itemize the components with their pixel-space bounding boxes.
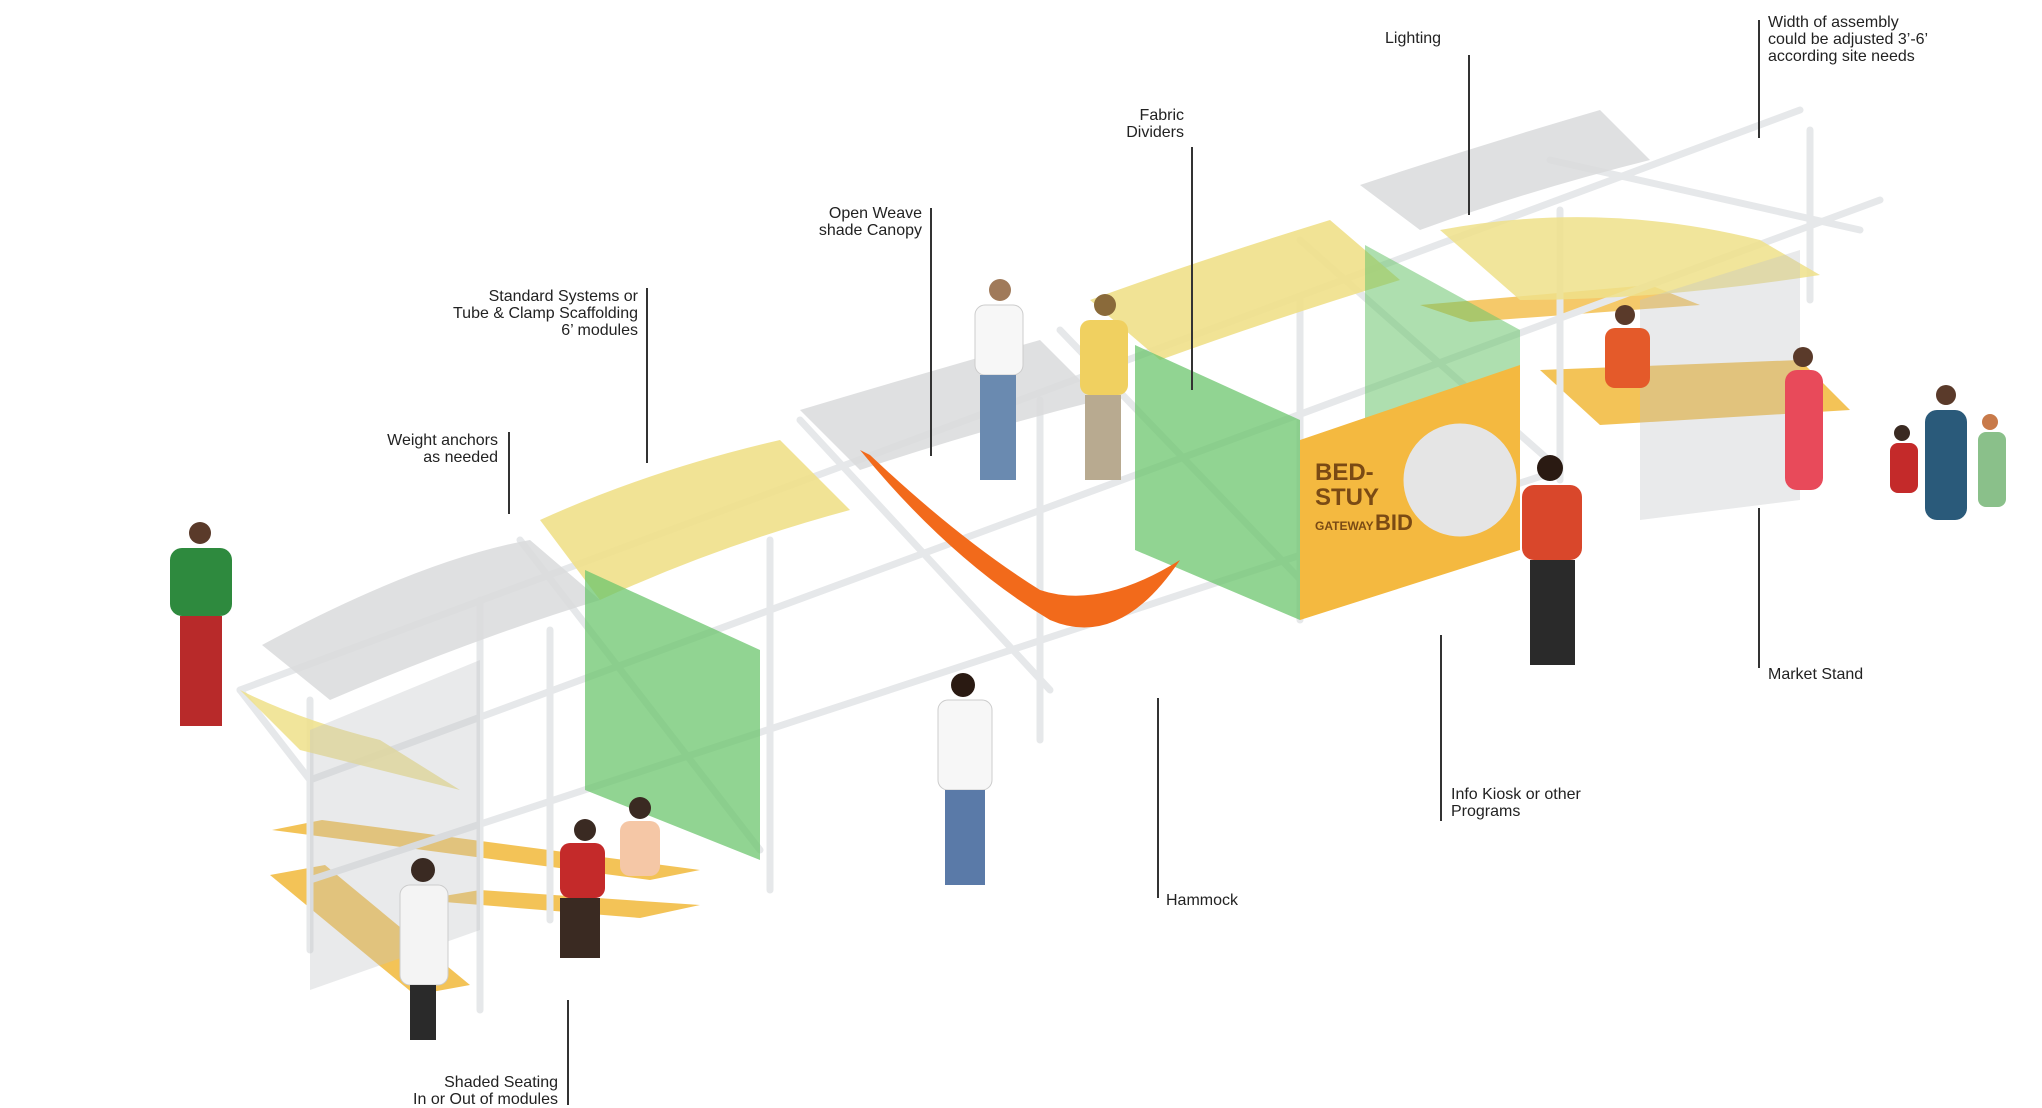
person-market-vendor bbox=[1605, 305, 1650, 388]
leader-canopy bbox=[930, 208, 932, 456]
kiosk-sign-line2: STUY bbox=[1315, 484, 1379, 511]
canopy-gray-2 bbox=[800, 340, 1100, 470]
leader-lighting bbox=[1468, 55, 1470, 215]
person-white-dress bbox=[399, 858, 449, 1040]
leader-width bbox=[1758, 20, 1760, 138]
divider-1 bbox=[585, 570, 760, 860]
kiosk-sign-line4: BID bbox=[1375, 510, 1413, 535]
canopies bbox=[240, 110, 1820, 790]
label-shaded-seating-line2: In or Out of modules bbox=[413, 1091, 558, 1108]
leader-market-stand bbox=[1758, 508, 1760, 668]
label-fabric-dividers-line1: Fabric bbox=[1139, 107, 1184, 124]
label-canopy-line2: shade Canopy bbox=[818, 222, 922, 239]
label-info-kiosk-line2: Programs bbox=[1451, 803, 1521, 820]
label-info-kiosk: Info Kiosk or other Programs bbox=[1451, 786, 1581, 820]
person-standing-1 bbox=[974, 279, 1024, 480]
label-scaffolding-line1: Standard Systems or bbox=[488, 288, 638, 305]
label-fabric-dividers-line2: Dividers bbox=[1126, 124, 1184, 141]
family-group bbox=[1890, 385, 2006, 520]
label-width-line1: Width of assembly bbox=[1768, 14, 1899, 31]
label-hammock: Hammock bbox=[1166, 892, 1238, 909]
divider-mesh-1 bbox=[310, 660, 480, 990]
label-lighting: Lighting bbox=[1385, 30, 1441, 47]
label-shaded-seating: Shaded Seating In or Out of modules bbox=[380, 1074, 558, 1108]
leader-hammock bbox=[1157, 698, 1159, 898]
label-weight-anchors-line1: Weight anchors bbox=[387, 432, 498, 449]
label-canopy-line1: Open Weave bbox=[828, 205, 922, 222]
label-fabric-dividers: Fabric Dividers bbox=[1084, 107, 1184, 141]
people bbox=[170, 279, 2006, 1040]
label-weight-anchors-line2: as needed bbox=[423, 449, 498, 466]
divider-2 bbox=[1135, 345, 1300, 620]
canopy-gray-3 bbox=[1360, 110, 1650, 230]
person-white-shirt bbox=[937, 673, 993, 885]
label-info-kiosk-line1: Info Kiosk or other bbox=[1451, 786, 1581, 803]
person-seated-peach bbox=[620, 797, 660, 876]
kiosk-sign-line3: GATEWAY bbox=[1315, 519, 1374, 533]
label-width: Width of assembly could be adjusted 3’-6… bbox=[1768, 14, 1928, 65]
kiosk-sign-line1: BED- bbox=[1315, 459, 1374, 486]
label-scaffolding: Standard Systems or Tube & Clamp Scaffol… bbox=[420, 288, 638, 339]
label-hammock-line1: Hammock bbox=[1166, 892, 1239, 909]
canopy-yellow-3 bbox=[1090, 220, 1400, 360]
leader-info-kiosk bbox=[1440, 635, 1442, 821]
label-scaffolding-line2: Tube & Clamp Scaffolding bbox=[453, 305, 638, 322]
label-weight-anchors: Weight anchors as needed bbox=[360, 432, 498, 466]
person-green-coat bbox=[170, 522, 232, 726]
person-standing-2 bbox=[1080, 294, 1128, 480]
leader-weight-anchors bbox=[508, 432, 510, 514]
label-shaded-seating-line1: Shaded Seating bbox=[444, 1074, 558, 1091]
canopy-yellow-4 bbox=[1440, 217, 1820, 300]
label-market-stand-line1: Market Stand bbox=[1768, 666, 1864, 683]
hammock-shape bbox=[860, 450, 1180, 628]
canopy-gray-1 bbox=[262, 540, 600, 700]
label-market-stand: Market Stand bbox=[1768, 666, 1863, 683]
leader-shaded-seating bbox=[567, 1000, 569, 1105]
divider-mesh-2 bbox=[1640, 250, 1800, 520]
person-orange-sweater bbox=[1522, 455, 1582, 665]
leader-scaffolding bbox=[646, 288, 648, 463]
label-scaffolding-line3: 6’ modules bbox=[561, 322, 638, 339]
label-width-line3: according site needs bbox=[1768, 48, 1915, 65]
label-lighting-line1: Lighting bbox=[1385, 30, 1442, 47]
kiosk-map bbox=[1400, 420, 1520, 540]
canopy-yellow-2 bbox=[540, 440, 850, 600]
person-market-red-dress bbox=[1785, 347, 1823, 490]
label-canopy: Open Weave shade Canopy bbox=[790, 205, 922, 239]
person-seated-red bbox=[560, 819, 605, 958]
info-kiosk: BED- STUY GATEWAY BID bbox=[1300, 365, 1520, 620]
canopy-yellow-1 bbox=[240, 690, 460, 790]
label-width-line2: could be adjusted 3’-6’ bbox=[1768, 31, 1929, 48]
leader-fabric-dividers bbox=[1191, 147, 1193, 390]
